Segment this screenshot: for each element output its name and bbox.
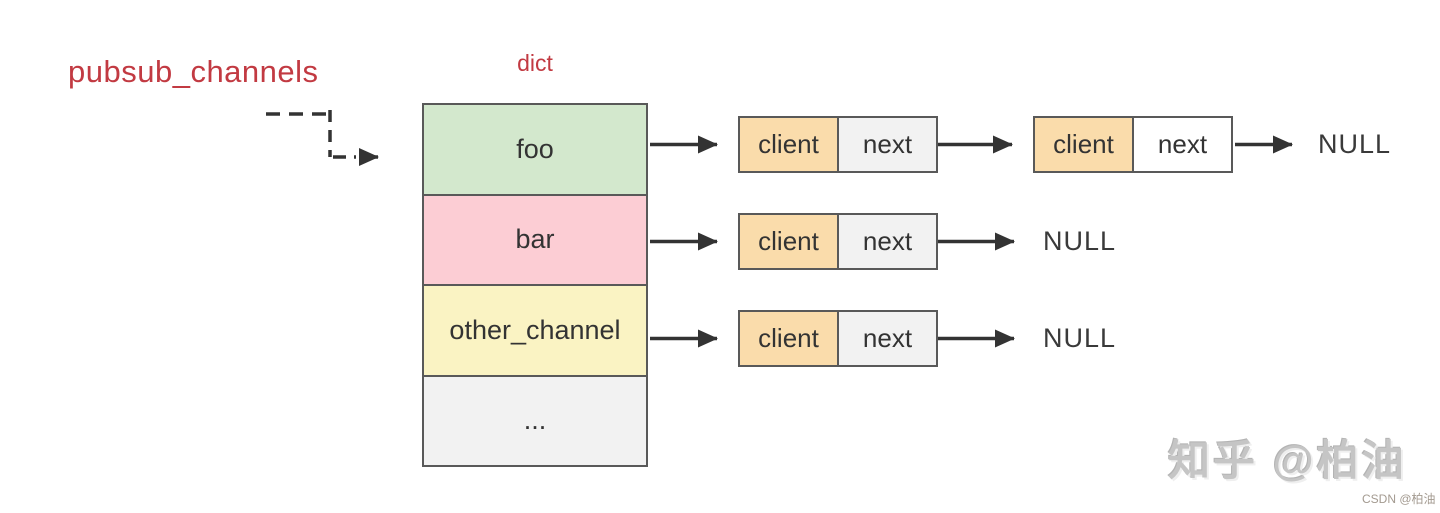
list-node-other-1: client next <box>738 310 938 367</box>
watermark-csdn: CSDN @柏油 <box>1362 492 1436 506</box>
list-node-foo-1: client next <box>738 116 938 173</box>
dict-row-ellipsis: ... <box>424 376 646 465</box>
dict-row-foo: foo <box>424 105 646 196</box>
client-cell: client <box>1035 118 1134 171</box>
dict-row-other-channel-label: other_channel <box>449 314 621 345</box>
dict-label: dict <box>517 50 553 76</box>
dict-row-ellipsis-label: ... <box>523 405 547 436</box>
dict-row-bar: bar <box>424 195 646 286</box>
client-cell: client <box>740 312 839 365</box>
list-node-bar-1: client next <box>738 213 938 270</box>
next-cell: next <box>1134 118 1231 171</box>
null-label-foo: NULL <box>1318 129 1392 159</box>
dashed-pointer <box>266 110 379 166</box>
dict-row-other-channel: other_channel <box>424 286 646 377</box>
client-cell: client <box>740 215 839 268</box>
null-label-bar: NULL <box>1043 226 1117 256</box>
pubsub-channels-label: pubsub_channels <box>68 54 319 89</box>
null-label-other-channel: NULL <box>1043 323 1117 353</box>
next-cell: next <box>839 118 936 171</box>
client-cell: client <box>740 118 839 171</box>
watermark-zhihu: 知乎 @柏油 <box>1168 437 1407 484</box>
next-cell: next <box>839 215 936 268</box>
next-cell: next <box>839 312 936 365</box>
list-node-foo-2: client next <box>1033 116 1233 173</box>
dict-table: foo bar other_channel ... <box>422 103 648 467</box>
dict-row-bar-label: bar <box>515 224 555 255</box>
dict-row-foo-label: foo <box>516 133 554 164</box>
